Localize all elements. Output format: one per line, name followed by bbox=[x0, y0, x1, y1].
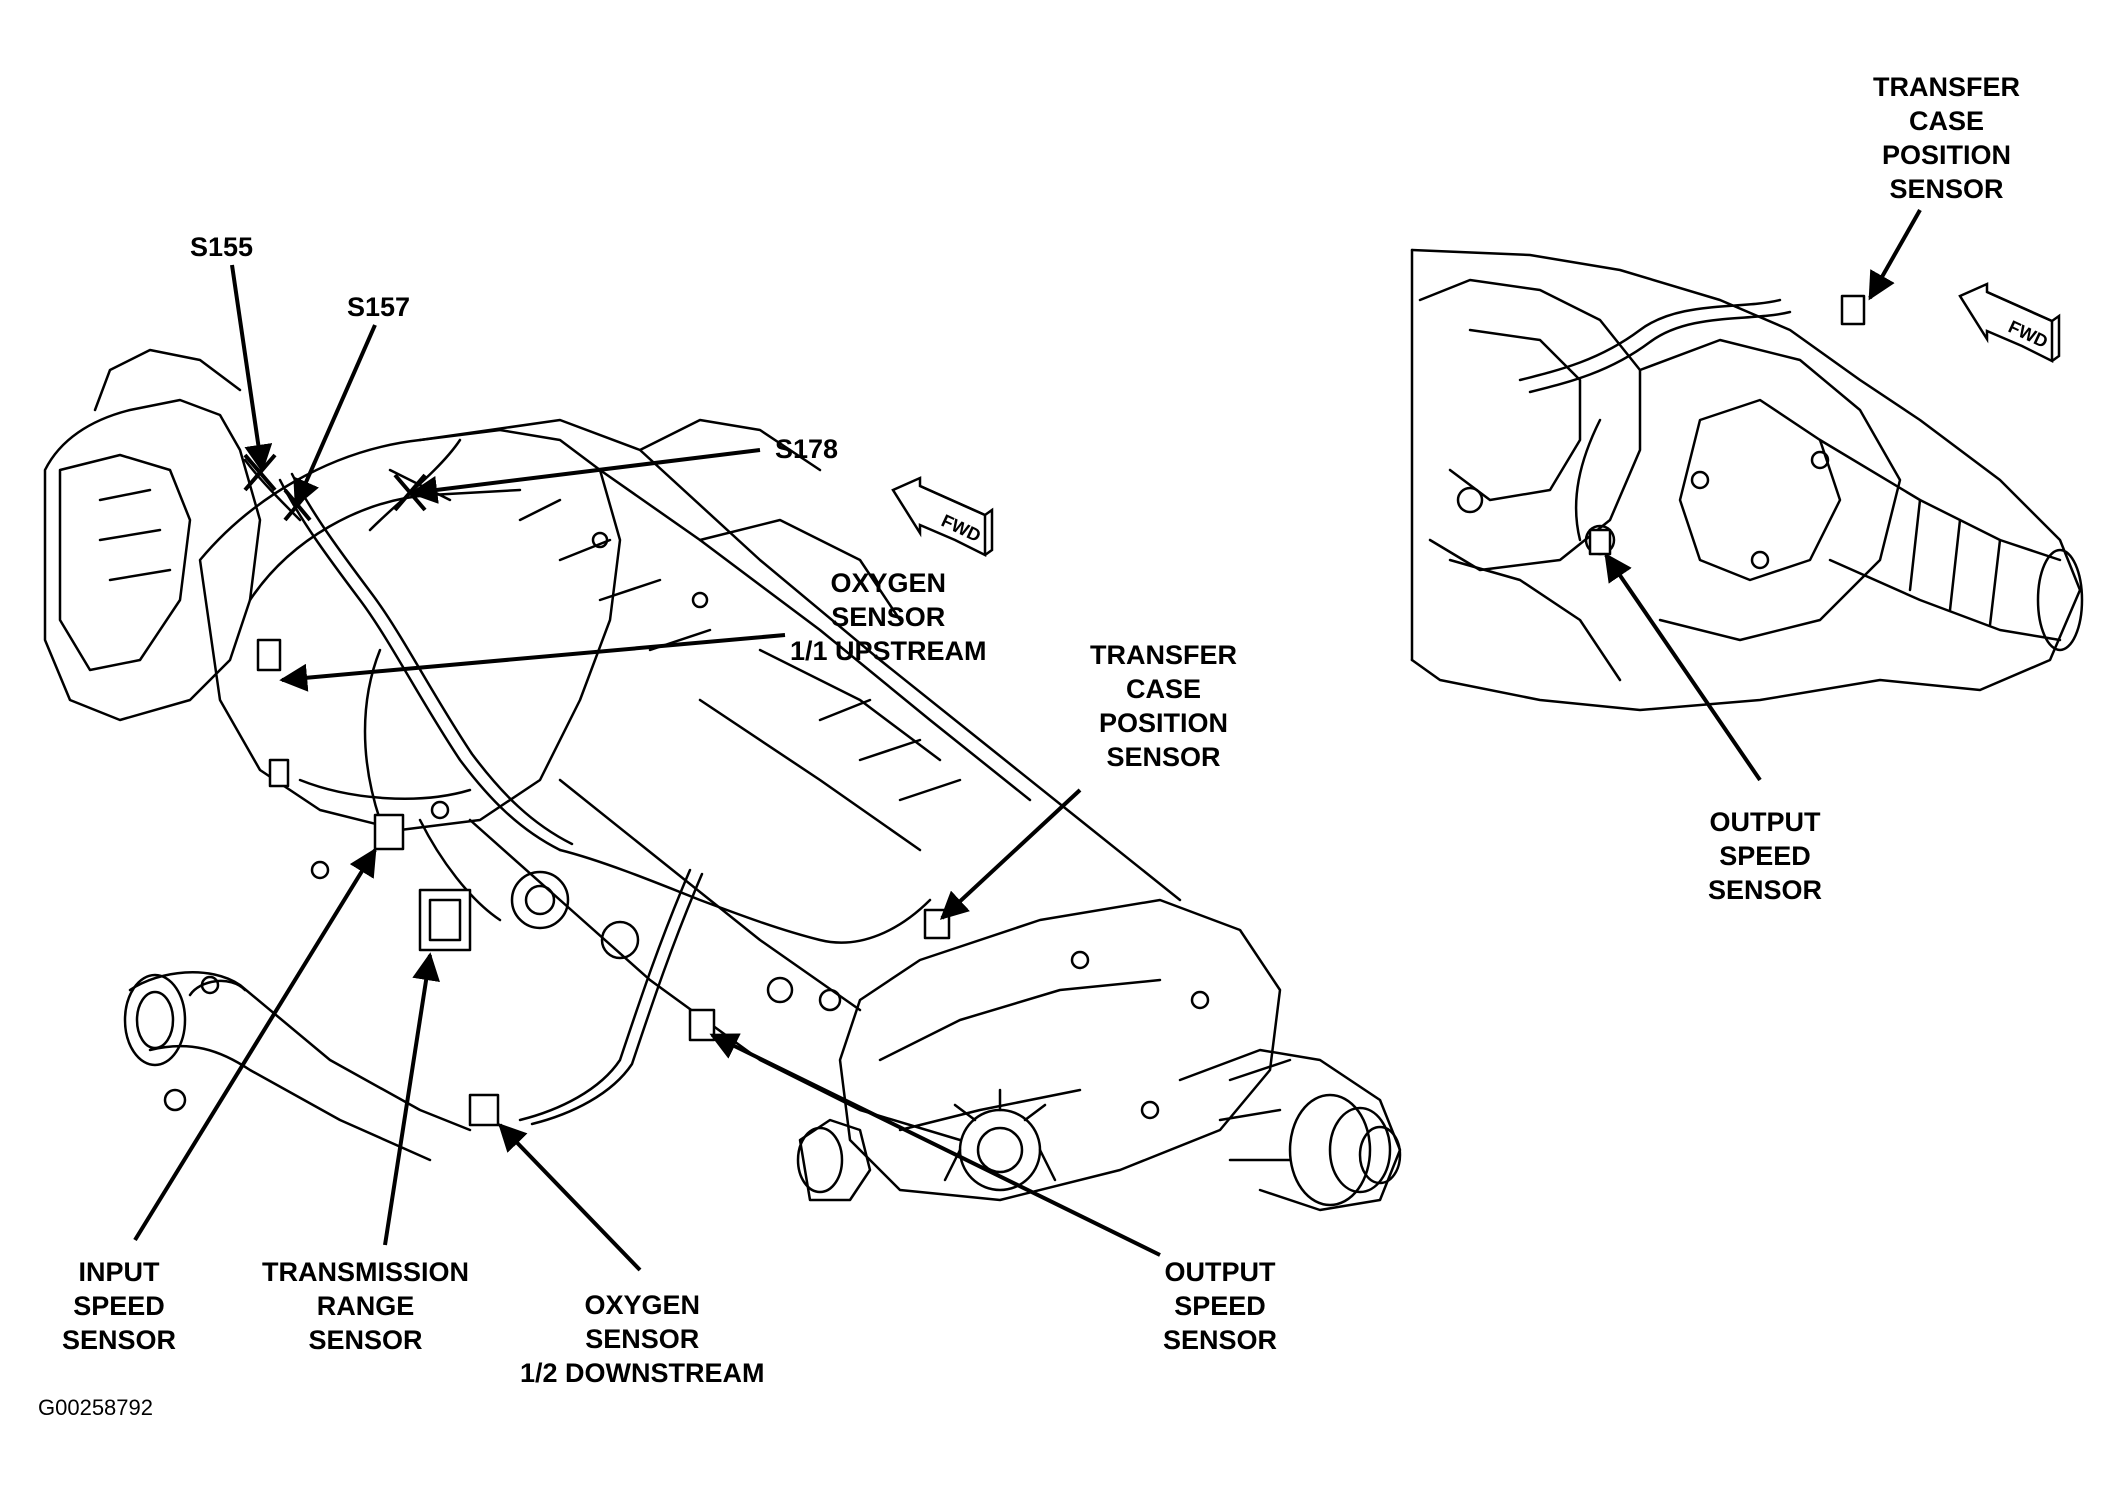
leader-oxygen-downstream bbox=[498, 1122, 642, 1272]
leader-transfer-case-inset bbox=[1868, 209, 1922, 301]
leader-transfer-case-main bbox=[939, 788, 1082, 920]
label-oxygen-sensor-downstream: OXYGEN SENSOR 1/2 DOWNSTREAM bbox=[520, 1290, 765, 1388]
figure-id: G00258792 bbox=[38, 1395, 153, 1420]
label-s155: S155 bbox=[190, 232, 254, 262]
label-s157: S157 bbox=[347, 292, 411, 322]
leader-output-speed-inset bbox=[1604, 552, 1762, 782]
leader-transmission-range bbox=[383, 952, 440, 1246]
label-transfer-case-position-sensor-inset: TRANSFER CASE POSITION SENSOR bbox=[1873, 72, 2020, 204]
inset-transfer-case-view bbox=[1410, 248, 2084, 712]
leader-oxygen-upstream bbox=[279, 633, 786, 692]
leader-input-speed bbox=[133, 847, 377, 1242]
leader-s178 bbox=[409, 448, 761, 504]
leader-lines bbox=[133, 209, 1922, 1272]
leader-s157 bbox=[293, 324, 377, 508]
leader-s155 bbox=[230, 264, 273, 473]
fwd-arrow-main bbox=[891, 476, 994, 558]
label-input-speed-sensor: INPUT SPEED SENSOR bbox=[62, 1257, 177, 1355]
label-output-speed-sensor-inset: OUTPUT SPEED SENSOR bbox=[1708, 807, 1823, 905]
label-transmission-range-sensor: TRANSMISSION RANGE SENSOR bbox=[262, 1257, 470, 1355]
label-oxygen-sensor-upstream: OXYGEN SENSOR 1/1 UPSTREAM bbox=[790, 568, 987, 666]
label-transfer-case-position-sensor-main: TRANSFER CASE POSITION SENSOR bbox=[1090, 640, 1237, 772]
label-s178: S178 bbox=[775, 434, 839, 464]
leader-output-speed-main bbox=[709, 1033, 1161, 1257]
label-output-speed-sensor-main: OUTPUT SPEED SENSOR bbox=[1163, 1257, 1278, 1355]
fwd-arrow-inset bbox=[1958, 282, 2061, 364]
engine-transmission-body bbox=[43, 348, 1402, 1212]
splice-markers bbox=[243, 453, 427, 522]
